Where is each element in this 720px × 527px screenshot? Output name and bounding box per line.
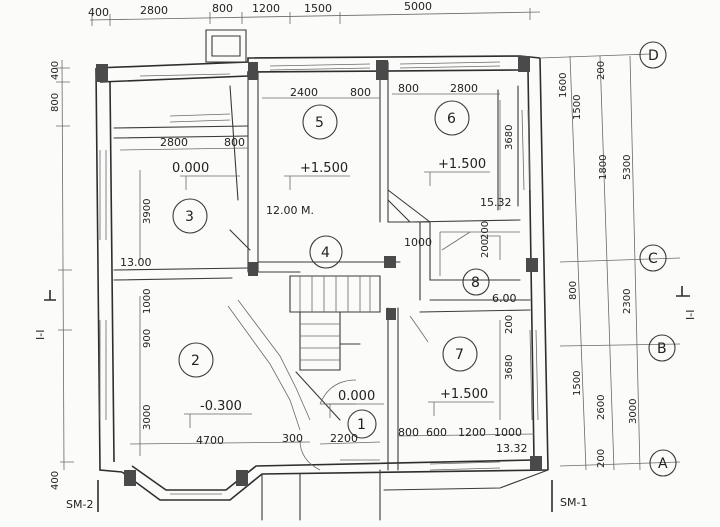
dim-top-400: 400	[88, 6, 109, 19]
dim-left-900: 900	[142, 329, 153, 348]
dim-r-1600: 1600	[558, 73, 569, 98]
dim-r-2600: 2600	[596, 395, 607, 420]
dim-600: 600	[426, 426, 447, 439]
room-7-level: +1.500	[440, 387, 488, 402]
dim-left-1000: 1000	[142, 289, 153, 314]
top-dimension-texts: 400 2800 800 1200 1500 5000	[88, 0, 432, 19]
dim-ri-200a: 200	[480, 221, 491, 240]
dim-left-3900: 3900	[142, 199, 153, 224]
room-3-level: 0.000	[172, 161, 209, 176]
dim-r-1800: 1800	[598, 155, 609, 180]
dim-top-5000: 5000	[404, 0, 432, 13]
right-dimension-texts: 1500 1600 1800 5300 800 2300 1500 2600 3…	[558, 61, 639, 468]
staircase	[227, 275, 381, 431]
room-6-area: 15.32	[480, 196, 512, 209]
dim-ri-3680a: 3680	[504, 125, 515, 150]
section-sm2: SM-2	[66, 498, 93, 511]
right-inner-dimension-texts: 3680 200 200 3680 200	[480, 125, 515, 380]
axis-b: B	[657, 341, 667, 357]
dim-left-400: 400	[50, 61, 61, 80]
dim-1000b: 1000	[404, 236, 432, 249]
room-8-number: 8	[471, 275, 480, 291]
inner-dimension-texts: 2400 800 800 2800 2800 800 4700 300 2200…	[160, 82, 522, 447]
room-3-number: 3	[185, 209, 194, 225]
dim-1200: 1200	[458, 426, 486, 439]
room-4-number: 4	[321, 245, 330, 261]
room-markers	[172, 100, 490, 439]
level-marks	[180, 171, 494, 428]
room-levels: 0.000 -0.300 0.000 +1.500 +1.500 +1.500	[172, 157, 488, 414]
room-5-level: +1.500	[300, 161, 348, 176]
room-7-area: 13.32	[496, 442, 528, 455]
dim-top-800: 800	[212, 2, 233, 15]
section-sm1: SM-1	[560, 496, 587, 509]
room-2-level: -0.300	[200, 399, 242, 414]
dim-r-5300: 5300	[622, 155, 633, 180]
interior-walls	[113, 61, 531, 471]
axis-d: D	[648, 48, 659, 64]
room-2-number: 2	[191, 353, 200, 369]
dim-ri-3680b: 3680	[504, 355, 515, 380]
room-7-number: 7	[455, 347, 464, 363]
dim-ri-200b: 200	[480, 239, 491, 258]
chimney	[205, 29, 247, 63]
dim-r-1500b: 1500	[572, 371, 583, 396]
dim-r-200b: 200	[596, 449, 607, 468]
dim-r-3000: 3000	[628, 399, 639, 424]
dim-800d: 800	[398, 426, 419, 439]
dim-2200: 2200	[330, 432, 358, 445]
dim-left-400b: 400	[50, 471, 61, 490]
section-cuts	[44, 286, 690, 512]
section-right: I-I	[684, 310, 697, 320]
dim-300: 300	[282, 432, 303, 445]
room-1-level: 0.000	[338, 389, 375, 404]
dim-2400: 2400	[290, 86, 318, 99]
dim-r-200a: 200	[596, 61, 607, 80]
dim-left-3000: 3000	[142, 405, 153, 430]
dim-r-800: 800	[568, 281, 579, 300]
axis-c: C	[648, 251, 658, 267]
dim-2800b: 2800	[160, 136, 188, 149]
left-dimension-texts: 800 400 3900 1000 900 3000 400	[50, 61, 153, 490]
room-5-area: 12.00 M.	[266, 204, 314, 217]
room-5-number: 5	[315, 115, 324, 131]
room-3-area: 13.00	[120, 256, 152, 269]
columns	[96, 56, 542, 486]
room-6-level: +1.500	[438, 157, 486, 172]
room-1-number: 1	[357, 417, 366, 433]
dim-r-1500: 1500	[572, 95, 583, 120]
dim-4700: 4700	[196, 434, 224, 447]
room-areas: 13.00 12.00 M. 15.32 13.32 6.00	[120, 196, 528, 455]
dim-800a: 800	[350, 86, 371, 99]
dim-800c: 800	[224, 136, 245, 149]
dim-r-2300: 2300	[622, 289, 633, 314]
windows	[99, 61, 539, 495]
dimension-lines	[56, 8, 681, 471]
dim-left-800: 800	[50, 93, 61, 112]
room-6-number: 6	[447, 111, 456, 127]
dim-800b: 800	[398, 82, 419, 95]
axis-markers	[639, 41, 677, 477]
axis-letters: D C B A	[648, 48, 668, 472]
room-numbers: 1 2 3 4 5 6 7 8	[185, 111, 480, 433]
dim-ri-200c: 200	[504, 315, 515, 334]
dim-2800a: 2800	[450, 82, 478, 95]
dim-top-1200: 1200	[252, 2, 280, 15]
axis-a: A	[658, 456, 668, 472]
dim-1000a: 1000	[494, 426, 522, 439]
dim-top-1500: 1500	[304, 2, 332, 15]
section-labels: I-I I-I SM-2 SM-1	[34, 310, 697, 511]
room-8-area: 6.00	[492, 292, 517, 305]
dim-top-2800: 2800	[140, 4, 168, 17]
section-left: I-I	[34, 330, 47, 340]
